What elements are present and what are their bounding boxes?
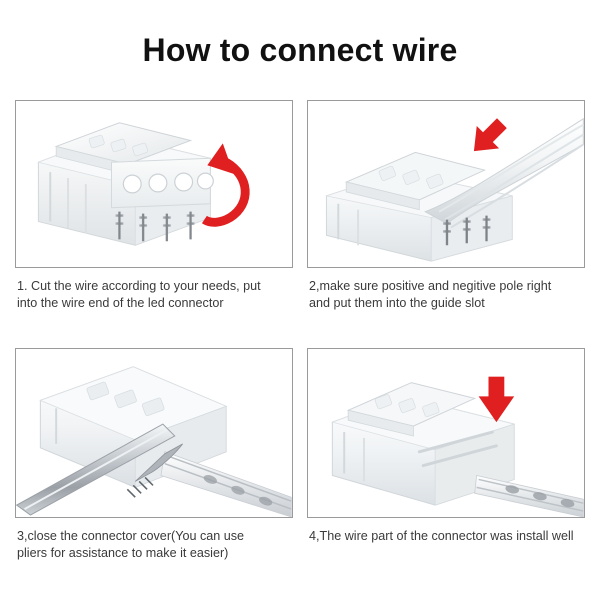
step-1-image (15, 100, 293, 268)
diagonal-down-left-arrow-icon (473, 118, 507, 152)
down-arrow-icon (478, 376, 515, 423)
step-2-image (307, 100, 585, 268)
connector-port-face (111, 157, 214, 209)
connector-lid-open (54, 122, 193, 175)
page-title: How to connect wire (142, 32, 458, 68)
ribbon-wires (160, 451, 292, 517)
curved-hook-arrow-icon (201, 143, 250, 227)
step-1-caption: 1. Cut the wire according to your needs,… (17, 279, 261, 310)
step-3-caption: 3,close the connector cover(You can use … (17, 529, 245, 560)
wires-inserted-illustration (308, 101, 584, 267)
connector-open-lid-illustration (16, 101, 292, 267)
connector-lid-open (344, 151, 487, 211)
metal-contact-pins (443, 215, 491, 246)
step-3-image (15, 348, 293, 518)
wire-bundle (424, 117, 584, 229)
step-4-image (307, 348, 585, 518)
pliers-tool (16, 423, 183, 516)
pliers-closing-cover-illustration (16, 349, 292, 517)
connector-lid-open (346, 382, 477, 437)
step-2-caption: 2,make sure positive and negitive pole r… (309, 279, 552, 310)
metal-contact-pins (115, 211, 195, 242)
ribbon-wires (474, 475, 584, 517)
connector-installed-illustration (308, 349, 584, 517)
step-4-caption: 4,The wire part of the connector was ins… (309, 529, 574, 543)
